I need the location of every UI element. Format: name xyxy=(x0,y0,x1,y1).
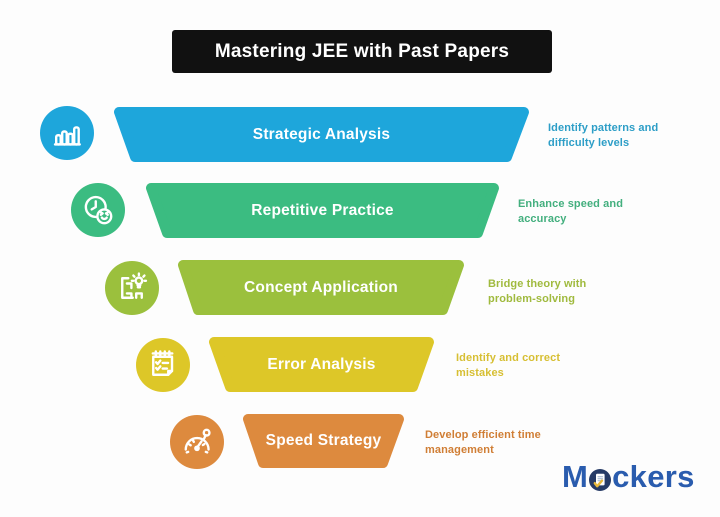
funnel-step-description: Develop efficient time management xyxy=(425,429,541,456)
funnel-step-description: Identify patterns and difficulty levels xyxy=(548,122,659,149)
speedometer-glyph xyxy=(184,428,211,454)
page-title: Mastering JEE with Past Papers xyxy=(172,30,552,73)
speedometer-icon xyxy=(170,415,224,469)
maze-bulb-icon xyxy=(105,261,159,315)
checklist-glyph xyxy=(151,350,174,376)
funnel-bar-1 xyxy=(114,107,529,162)
document-check-icon xyxy=(589,469,612,491)
brand-text-prefix: M xyxy=(562,459,589,494)
brand-text-suffix: ckers xyxy=(612,459,695,494)
clock-repeat-icon xyxy=(71,183,125,237)
funnel-bar-3 xyxy=(178,260,464,315)
clock-repeat-glyph xyxy=(84,195,113,225)
checklist-icon xyxy=(136,338,190,392)
funnel-bar-5 xyxy=(243,414,404,468)
brand-logo: M ckers xyxy=(562,461,695,492)
funnel-step-description: Bridge theory with problem-solving xyxy=(488,278,587,305)
bar-chart-icon xyxy=(40,106,94,160)
funnel-bar-2 xyxy=(146,183,499,238)
funnel-step-description: Identify and correct mistakes xyxy=(456,352,561,379)
bar-chart-glyph xyxy=(53,126,81,146)
maze-bulb-glyph xyxy=(121,272,148,299)
funnel-step-description: Enhance speed and accuracy xyxy=(518,198,624,225)
funnel-bar-4 xyxy=(209,337,434,392)
